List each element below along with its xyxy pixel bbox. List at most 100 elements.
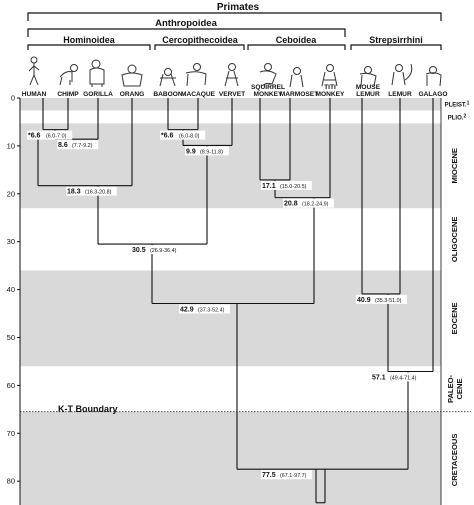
mouse-lemur-icon: [359, 66, 377, 87]
node-label-bg: [131, 245, 182, 255]
node-label-hominoidea: 18.3 (16.3-20.8): [66, 186, 117, 196]
node-ci: (16.3-20.8): [85, 190, 112, 196]
marmoset-icon: [289, 67, 304, 88]
taxon-label: SQUIRREL: [251, 84, 285, 91]
taxon-label: MARMOSET: [280, 91, 318, 98]
node-ci: (49.4-71.4): [390, 376, 417, 382]
kt-boundary-label: K-T Boundary: [58, 404, 118, 414]
epoch-label: MIOCENE: [450, 148, 459, 183]
node-value: 8.6: [58, 142, 68, 149]
y-axis-tick-label: 60: [7, 381, 15, 390]
figure-title: Primates: [217, 2, 260, 13]
node-labels: *6.6(6.0-7.0) 8.6 (7.7-9.2) 18.3 (16.3-20.8)…: [27, 130, 422, 480]
epoch-label: EOCENE: [450, 302, 459, 334]
node-label-cercopithecoidea: 9.9(8.9-11.8): [185, 146, 229, 156]
node-ci: (18.2-24.9): [302, 202, 329, 208]
group-ceboidea: Ceboidea: [276, 35, 318, 45]
node-label-bg: [27, 130, 73, 140]
taxon-label: LEMUR: [388, 91, 412, 98]
epoch-label: OLIGOCENE: [450, 217, 459, 263]
node-ci: (26.9-36.4): [150, 248, 177, 254]
lemur-icon: [391, 63, 413, 86]
epoch-band: [20, 270, 441, 367]
node-label-human-chimp: *6.6(6.0-7.0): [27, 130, 73, 140]
node-value: 42.9: [180, 306, 194, 313]
chimp-icon: [59, 64, 78, 86]
epoch-label: CRETACEOUS: [450, 434, 459, 487]
node-label-anthropoidea: 42.9 (37.3-52.4): [179, 304, 230, 314]
node-value: *6.6: [161, 133, 174, 140]
node-value: *6.6: [28, 133, 41, 140]
taxon-label: BABOON: [153, 91, 183, 98]
node-label-bg: [261, 180, 312, 190]
phylogenetic-tree: [37, 98, 434, 504]
node-value: 30.5: [132, 247, 146, 254]
galago-icon: [425, 66, 442, 87]
node-value: 18.3: [67, 189, 81, 196]
node-label-primates: 77.5 (67.1-97.7): [261, 470, 312, 480]
node-label-squirrel-marmoset: 17.1 (15.0-20.5): [261, 180, 312, 190]
node-ci: (7.7-9.2): [72, 143, 93, 149]
node-label-bg: [185, 146, 229, 156]
epoch-sup: 1: [467, 101, 470, 107]
node-label-bg: [57, 140, 99, 150]
taxon-label-line2: LEMUR: [356, 91, 380, 98]
epoch-band: [20, 98, 441, 111]
node-label-bg: [371, 372, 422, 382]
taxon-label: TITI: [324, 84, 336, 91]
node-ci: (67.1-97.7): [280, 473, 307, 479]
node-label-bg: [356, 294, 407, 304]
vervet-icon: [224, 63, 239, 87]
node-label-catarrhini: 30.5 (26.9-36.4): [131, 245, 182, 255]
node-label-ceboidea: 20.8(18.2-24.9): [283, 198, 334, 208]
epoch-label: PLIO.2: [448, 113, 467, 121]
node-ci: (8.9-11.8): [200, 149, 223, 155]
node-label-baboon-macaque: *6.6(6.0-8.0): [160, 130, 206, 140]
node-value: 40.9: [357, 297, 371, 304]
epoch-band: [20, 411, 441, 505]
node-label-strepsirrhini: 57.1 (49.4-71.4): [371, 372, 422, 382]
group-strepsirrhini: Strepsirrhini: [369, 35, 423, 45]
macaque-icon: [185, 63, 207, 87]
taxon-label-line2: MONKEY: [316, 91, 346, 98]
epoch-sup: 2: [463, 113, 466, 119]
y-axis-tick-label: 20: [7, 189, 15, 198]
node-label-bg: [283, 198, 334, 208]
node-ci: (15.0-20.5): [280, 184, 307, 190]
taxon-label: GORILLA: [83, 91, 113, 98]
node-value: 17.1: [262, 183, 276, 190]
taxon-label: CHIMP: [57, 91, 79, 98]
node-label-bg: [160, 130, 206, 140]
node-ci: (35.3-51.0): [375, 298, 402, 304]
group-hominoidea: Hominoidea: [63, 35, 115, 45]
y-axis-tick-label: 80: [7, 477, 15, 486]
y-axis-tick-label: 0: [11, 94, 15, 103]
node-value: 77.5: [262, 472, 276, 479]
y-axis-tick-label: 10: [7, 141, 15, 150]
node-value: 57.1: [372, 375, 386, 382]
epoch-label: PLEIST.1: [445, 101, 470, 109]
y-axis-tick-label: 40: [7, 285, 15, 294]
taxon-label: MACAQUE: [181, 91, 216, 98]
titi-monkey-icon: [321, 64, 338, 87]
node-ci: (37.3-52.4): [198, 307, 225, 313]
group-headers: [27, 12, 442, 50]
epoch-label: PALEO-: [446, 374, 455, 403]
y-axis-tick-label: 50: [7, 333, 15, 342]
taxon-label: HUMAN: [22, 91, 47, 98]
group-cercopithecoidea: Cercopithecoidea: [162, 35, 239, 45]
node-label-bg: [66, 186, 117, 196]
gorilla-icon: [89, 59, 105, 87]
group-anthropoidea: Anthropoidea: [155, 18, 217, 29]
epoch-label-line2: CENE: [455, 378, 464, 399]
taxon-label: MOUSE: [356, 84, 381, 91]
taxon-label: GALAGO: [419, 91, 448, 98]
node-label-gorilla: 8.6 (7.7-9.2): [57, 140, 99, 150]
node-label-mouselemur-lemur: 40.9 (35.3-51.0): [356, 294, 407, 304]
y-axis-tick-label: 70: [7, 429, 15, 438]
taxon-label: ORANG: [120, 91, 145, 98]
